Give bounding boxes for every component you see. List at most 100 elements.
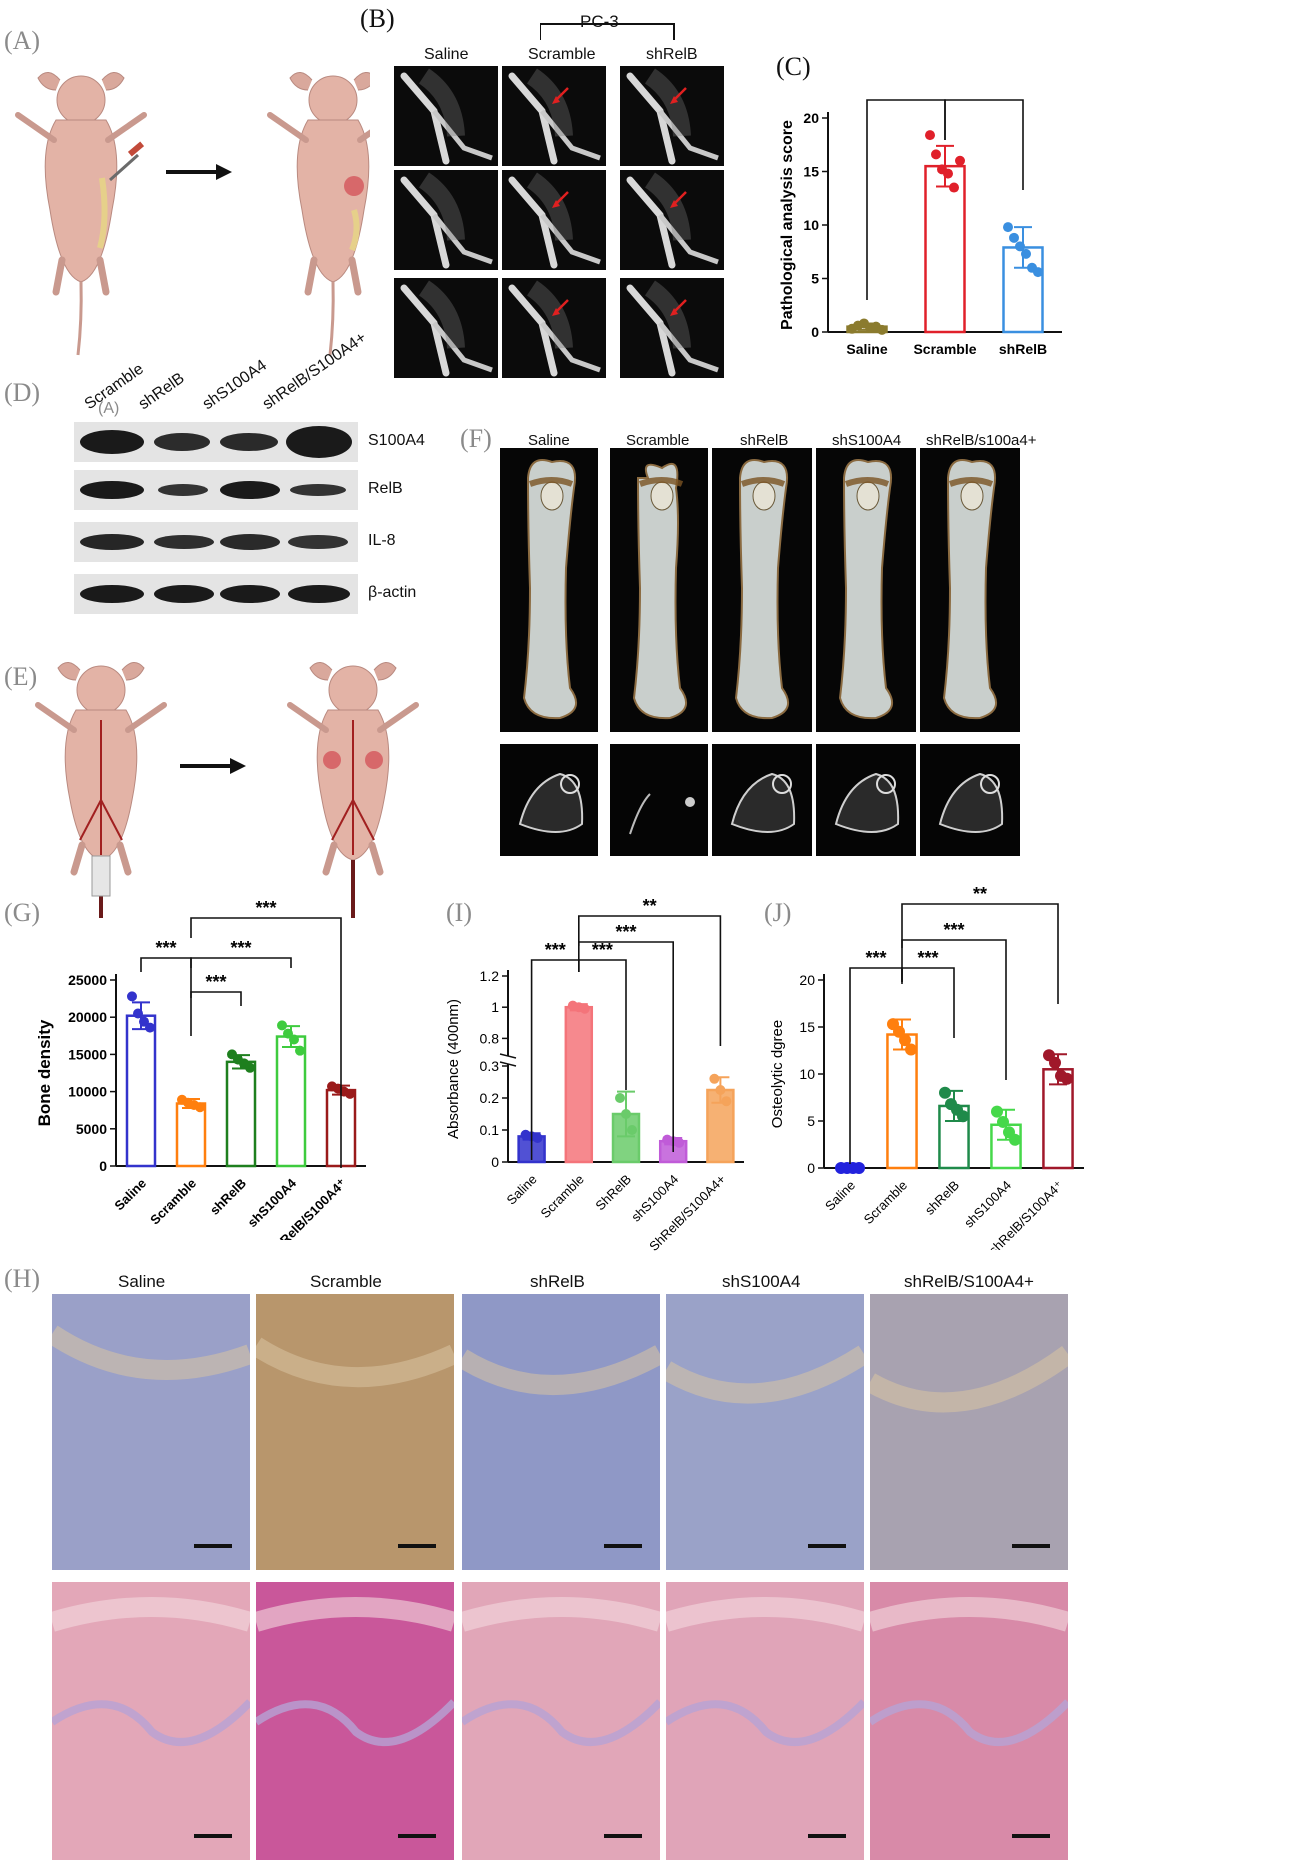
xray-image xyxy=(502,170,606,270)
data-point xyxy=(195,1102,205,1113)
panel-b-col-scramble: Scramble xyxy=(528,46,596,63)
data-point xyxy=(991,1105,1003,1118)
scale-bar xyxy=(808,1834,846,1838)
significance-label: *** xyxy=(155,938,176,958)
blot-label-s100a4: S100A4 xyxy=(368,432,425,449)
mouse-icon xyxy=(35,662,167,918)
y-tick-label: 15 xyxy=(799,1019,815,1035)
panel-b-col-shrelb: shRelB xyxy=(646,46,698,63)
data-point xyxy=(925,130,935,141)
y-axis-label: Absorbance (400nm) xyxy=(445,999,462,1139)
panel-b-col-saline: Saline xyxy=(424,46,469,63)
significance-bracket xyxy=(140,957,192,998)
bone-3d-image xyxy=(816,448,916,732)
ihc-stain-image xyxy=(256,1294,454,1570)
xray-image xyxy=(620,66,724,166)
mouse-icon xyxy=(267,72,370,356)
bone-3d-image xyxy=(920,448,1020,732)
data-point xyxy=(877,324,887,335)
data-point xyxy=(1009,1133,1021,1146)
xray-image xyxy=(502,278,606,378)
xray-image xyxy=(502,66,606,166)
significance-label: *** xyxy=(895,90,916,100)
y-tick-label: 15000 xyxy=(68,1046,107,1062)
data-point xyxy=(127,991,137,1002)
data-point xyxy=(621,1109,631,1119)
data-point xyxy=(615,1093,625,1103)
axis-break-mark xyxy=(499,1053,517,1059)
arrow-right-icon xyxy=(166,164,232,180)
x-tick-label: ShRelB xyxy=(592,1172,634,1214)
data-point xyxy=(957,1110,969,1123)
ct-cross-section-image xyxy=(712,744,812,856)
mouse-icon xyxy=(15,72,147,356)
histo-col-saline: Saline xyxy=(118,1272,166,1291)
scale-bar xyxy=(194,1544,232,1548)
significance-bracket xyxy=(578,941,674,1152)
panel-label-c: (C) xyxy=(776,52,811,81)
data-point xyxy=(893,1025,905,1038)
data-point xyxy=(853,1162,865,1174)
significance-label: *** xyxy=(255,898,276,918)
bar xyxy=(924,164,966,334)
blot-overlap-label: (A) xyxy=(98,400,120,417)
data-point xyxy=(579,1003,590,1014)
ct-cross-section-image xyxy=(610,744,708,856)
significance-label: *** xyxy=(943,920,964,940)
bone-col-scramble: Scramble xyxy=(626,432,690,449)
y-tick-label: 0 xyxy=(491,1154,499,1170)
significance-bracket xyxy=(901,903,1059,1004)
y-tick-label: 10000 xyxy=(68,1084,107,1100)
significance-bracket xyxy=(190,957,292,968)
data-point xyxy=(245,1062,255,1073)
scale-bar xyxy=(808,1544,846,1548)
histo-col-shrelb: shRelB xyxy=(530,1272,585,1291)
significance-bracket xyxy=(944,99,1024,190)
scale-bar xyxy=(1012,1834,1050,1838)
y-axis-label: Bone density xyxy=(35,1019,54,1126)
panel-label-f: (F) xyxy=(460,424,492,453)
bone-3d-image xyxy=(712,448,812,732)
x-tick-label: Saline xyxy=(111,1176,149,1214)
panel-b-group-label: PC-3 xyxy=(580,12,619,31)
axis-break xyxy=(500,1056,516,1064)
data-point xyxy=(289,1034,299,1045)
blot-row-s100a4 xyxy=(74,422,358,462)
y-tick-label: 0.8 xyxy=(480,1030,500,1046)
data-point xyxy=(674,1137,685,1148)
ct-cross-section-image xyxy=(920,744,1020,856)
y-tick-label: 20000 xyxy=(68,1009,107,1025)
significance-label: *** xyxy=(973,90,994,100)
ihc-stain-image xyxy=(462,1294,660,1570)
mouse-icon xyxy=(287,662,419,918)
scale-bar xyxy=(398,1544,436,1548)
significance-bracket xyxy=(901,939,1007,1080)
panel-label-a: (A) xyxy=(4,26,41,55)
histo-col-shs100a4: shS100A4 xyxy=(722,1272,801,1291)
y-tick-label: 0.1 xyxy=(480,1122,500,1138)
scale-bar xyxy=(398,1834,436,1838)
panel-label-g: (G) xyxy=(4,898,41,927)
bone-col-saline: Saline xyxy=(528,432,570,449)
y-tick-label: 10 xyxy=(803,217,819,233)
he-stain-image xyxy=(256,1582,454,1860)
data-point xyxy=(277,1020,287,1031)
x-tick-label: shRelB xyxy=(922,1178,962,1218)
bar xyxy=(175,1102,207,1168)
y-tick-label: 15 xyxy=(803,164,819,180)
panel-e-illustration xyxy=(35,662,419,918)
blot-label-il8: IL-8 xyxy=(368,532,396,549)
bar xyxy=(125,1014,157,1168)
ihc-stain-image xyxy=(52,1294,250,1570)
axis-break-mark xyxy=(499,1061,517,1067)
ihc-stain-image xyxy=(870,1294,1068,1570)
blot-label-beta-actin: β-actin xyxy=(368,584,417,601)
bone-col-shrelb-s100a4: shRelB/s100a4+ xyxy=(926,432,1037,449)
histo-col-scramble: Scramble xyxy=(310,1272,382,1291)
xray-image xyxy=(394,170,498,270)
bone-3d-image xyxy=(610,448,708,732)
x-tick-label: Saline xyxy=(822,1178,858,1214)
bar xyxy=(225,1060,257,1168)
